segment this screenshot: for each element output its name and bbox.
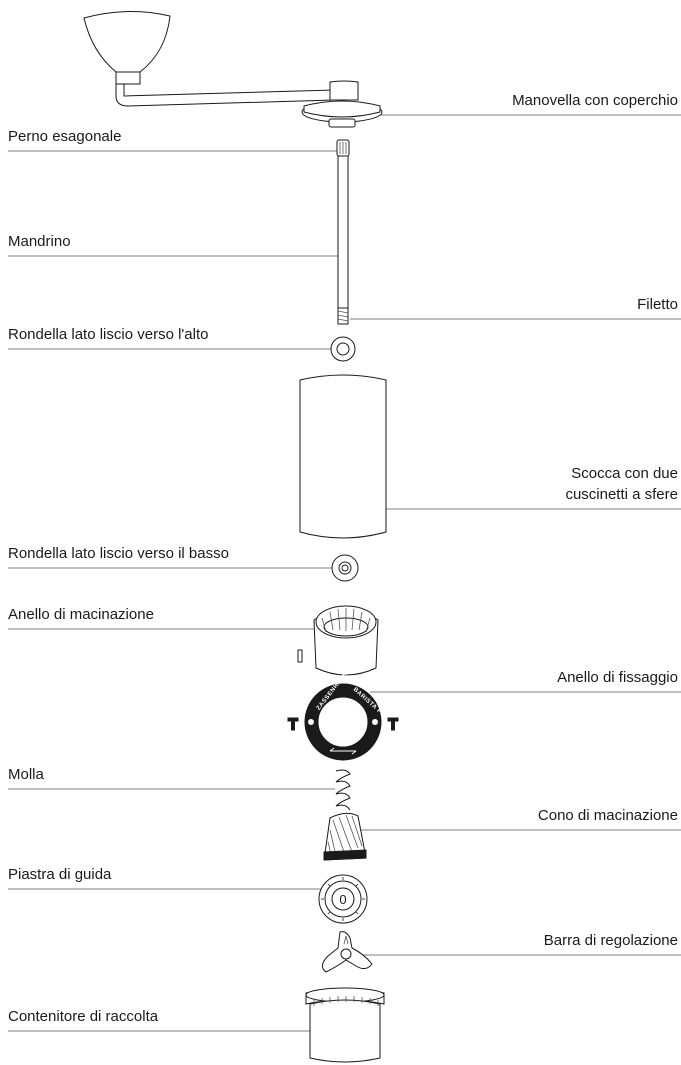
hex-pin [336, 139, 350, 157]
label-perno: Perno esagonale [8, 128, 122, 145]
label-manovella: Manovella con coperchio [512, 92, 678, 109]
grinding-cone [323, 812, 367, 861]
guide-plate: 0 [318, 874, 368, 924]
label-rondella-alto: Rondella lato liscio verso l'alto [8, 326, 209, 343]
leader-lines [8, 114, 681, 1032]
spindle [337, 155, 349, 309]
label-piastra: Piastra di guida [8, 866, 112, 883]
label-cono: Cono di macinazione [537, 807, 678, 824]
thread [337, 307, 349, 325]
label-scocca-line2: cuscinetti a sfere [565, 486, 678, 503]
crank-with-lid [83, 11, 383, 128]
label-mandrino: Mandrino [8, 233, 71, 250]
label-molla: Molla [8, 766, 44, 783]
label-rondella-basso: Rondella lato liscio verso il basso [8, 545, 229, 562]
grinding-ring [297, 605, 379, 676]
washer-bottom [331, 554, 359, 582]
fixing-ring: ZASSENHAUS BARISTA PRO [287, 671, 399, 761]
body-shell [299, 374, 387, 539]
washer-top [330, 336, 356, 362]
label-filetto: Filetto [637, 296, 678, 313]
adjustment-bar [322, 931, 373, 973]
label-scocca-line1: Scocca con due [571, 465, 678, 482]
label-contenitore: Contenitore di raccolta [8, 1008, 159, 1025]
label-barra: Barra di regolazione [543, 932, 678, 949]
dial-value: 0 [339, 892, 346, 907]
label-anello-macinazione: Anello di macinazione [8, 606, 154, 623]
collection-container [305, 987, 385, 1063]
label-anello-fissaggio: Anello di fissaggio [557, 669, 678, 686]
spring [335, 769, 351, 811]
